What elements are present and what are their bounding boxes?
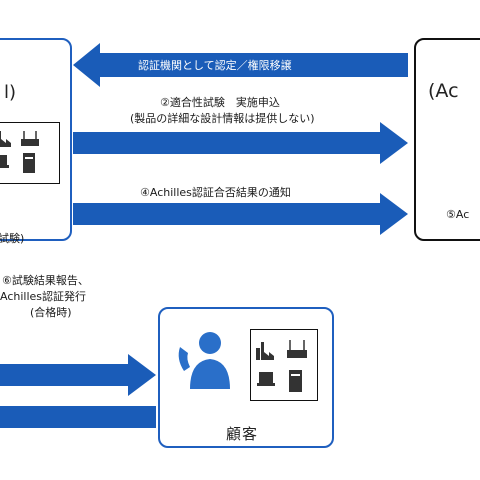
arrow-result-notice-label: ④Achilles認証合否結果の通知 [140, 186, 291, 199]
customer-devices-panel [250, 329, 318, 401]
arrow-authorization-label: 認証機関として認定／権限移譲 [138, 59, 292, 72]
devices-icon [256, 340, 307, 392]
left-entity-box: l) 試験) [0, 38, 72, 245]
left-box-partial-title: l) [4, 82, 17, 103]
customer-box: 顧客 [158, 307, 334, 448]
result-report-line2: Achilles認証発行 [0, 290, 87, 303]
left-devices-panel [0, 122, 60, 184]
customer-label: 顧客 [226, 425, 259, 443]
devices-icon [0, 131, 39, 173]
right-box-step-label: ⑤Ac [446, 208, 470, 221]
arrow-result-notice-right [73, 193, 408, 235]
right-entity-box: (Ac ⑤Ac [414, 38, 480, 241]
arrow-application-label-line2: (製品の詳細な設計情報は提供しない) [130, 112, 315, 125]
right-box-partial-title: (Ac [428, 80, 459, 102]
arrow-application-right [73, 122, 408, 164]
arrow-customer-upper-right [0, 354, 156, 396]
result-report-line1: ⑥試験結果報告、 [2, 274, 89, 287]
customer-person-phone-icon [178, 332, 230, 389]
left-box-caption: 試験) [0, 232, 25, 245]
arrow-authorization-left [73, 43, 408, 87]
result-report-line3: (合格時) [30, 306, 72, 319]
arrow-application-label-line1: ②適合性試験 実施申込 [160, 96, 280, 109]
arrow-customer-lower-right [0, 406, 156, 428]
